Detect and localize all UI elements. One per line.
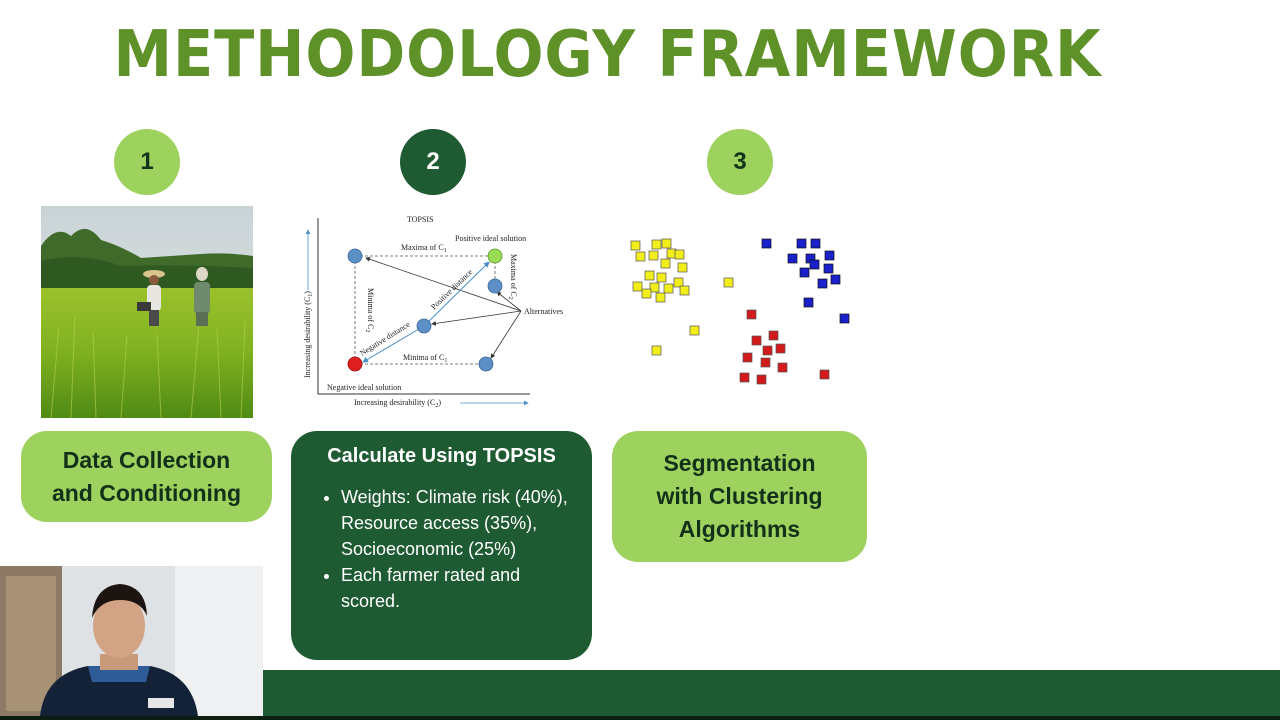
yellow-cluster bbox=[630, 238, 734, 356]
alternative-point bbox=[478, 356, 494, 372]
farmers-field-photo bbox=[41, 206, 253, 418]
topsis-card: Calculate Using TOPSIS Weights: Climate … bbox=[291, 431, 592, 660]
alternative-point bbox=[347, 248, 363, 264]
step-1-badge: 1 bbox=[114, 129, 180, 195]
bullet-farmer-rated: Each farmer rated and scored. bbox=[341, 562, 572, 614]
cluster-scatter-svg bbox=[630, 238, 850, 385]
topsis-title: TOPSIS bbox=[407, 215, 434, 224]
maxima-c2-label: Maxima of C2 bbox=[507, 254, 518, 300]
data-collection-card: Data Collection and Conditioning bbox=[21, 431, 272, 522]
topsis-diagram: TOPSIS Positive ideal solution Maxima of… bbox=[298, 210, 580, 412]
alternatives-label: Alternatives bbox=[524, 307, 563, 316]
segmentation-card: Segmentation with Clustering Algorithms bbox=[612, 431, 867, 562]
blue-cluster bbox=[761, 238, 850, 324]
footer-bar bbox=[263, 670, 1280, 716]
step-3-badge: 3 bbox=[707, 129, 773, 195]
minima-c2-label: Minima of C2 bbox=[364, 288, 375, 332]
topsis-card-title: Calculate Using TOPSIS bbox=[327, 445, 556, 467]
alternative-point bbox=[416, 318, 432, 334]
maxima-c1-label: Maxima of C1 bbox=[401, 243, 447, 254]
x-axis-label: Increasing desirability (C2) bbox=[354, 398, 441, 409]
topsis-bullet-list: Weights: Climate risk (40%), Resource ac… bbox=[321, 484, 572, 614]
rice-field-image bbox=[41, 206, 253, 418]
red-cluster bbox=[739, 309, 830, 385]
card-3-line-3: Algorithms bbox=[678, 516, 801, 542]
bullet-weights: Weights: Climate risk (40%), Resource ac… bbox=[341, 484, 572, 562]
card-1-line-1: Data Collection bbox=[62, 446, 231, 473]
card-3-line-1: Segmentation bbox=[663, 450, 816, 476]
presenter-video-frame bbox=[0, 566, 263, 716]
positive-distance-label: Positive distance bbox=[429, 267, 474, 311]
minima-c1-label: Minima of C1 bbox=[403, 353, 447, 364]
footer-strip bbox=[0, 716, 1280, 720]
slide-title: METHODOLOGY FRAMEWORK bbox=[113, 18, 1102, 92]
topsis-diagram-svg: TOPSIS Positive ideal solution Maxima of… bbox=[303, 215, 563, 409]
presenter-webcam bbox=[0, 566, 263, 716]
positive-ideal-point bbox=[487, 248, 503, 264]
step-2-badge: 2 bbox=[400, 129, 466, 195]
y-axis-label: Increasing desirability (C1) bbox=[303, 291, 314, 378]
card-1-line-2: and Conditioning bbox=[51, 479, 242, 506]
alternative-point bbox=[487, 278, 503, 294]
card-3-line-2: with Clustering bbox=[656, 483, 823, 509]
negative-ideal-label: Negative ideal solution bbox=[327, 383, 401, 392]
cluster-scatter-diagram bbox=[620, 230, 860, 395]
positive-ideal-label: Positive ideal solution bbox=[455, 234, 526, 243]
negative-ideal-point bbox=[347, 356, 363, 372]
